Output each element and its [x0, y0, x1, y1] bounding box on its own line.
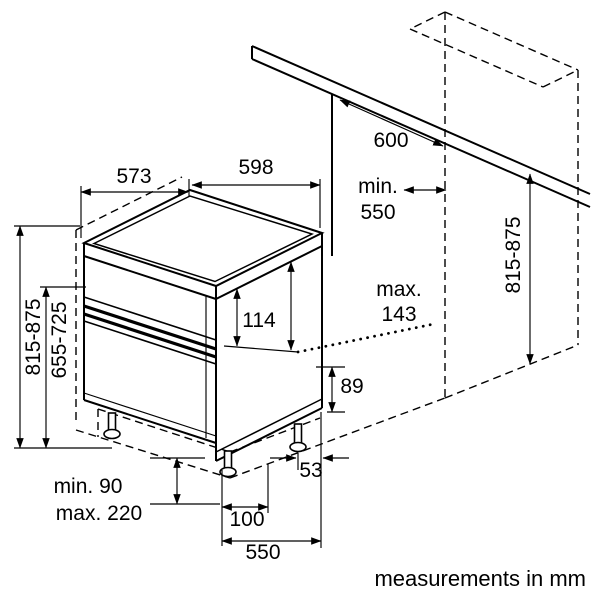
label-foot-inset: 100	[229, 508, 264, 531]
dim-114-ref-line	[223, 345, 299, 353]
label-clearance: 143	[381, 303, 416, 326]
side-bottom-edge	[215, 407, 323, 462]
top-face	[81, 188, 325, 288]
floor-left-edge	[75, 429, 231, 479]
door-bottom-edge	[83, 399, 217, 444]
cabinet-top-back-edge	[444, 11, 579, 71]
right-foot	[289, 441, 307, 453]
dimension-lines	[14, 99, 534, 548]
right-foot-stem	[293, 423, 303, 445]
label-appliance-width: 598	[238, 156, 273, 179]
top-face-inner-rim	[91, 195, 315, 283]
worktop	[251, 45, 591, 208]
label-niche-width: 600	[373, 129, 408, 152]
base-front-edge	[97, 408, 231, 453]
label-door-height: 655-725	[48, 301, 71, 378]
front-foot-stem	[223, 450, 233, 470]
adjustable-feet	[103, 412, 307, 478]
label-niche-height: 815-875	[502, 216, 525, 293]
niche-top-edge	[75, 176, 183, 231]
label-panel-height: 114	[242, 309, 276, 332]
niche-floor-dashed	[75, 176, 446, 479]
control-panel-line-1	[83, 296, 217, 341]
label-appliance-depth: 573	[116, 165, 151, 188]
dim-600-line	[339, 99, 444, 147]
label-appliance-height: 815-875	[22, 298, 45, 375]
label-niche-depth-prefix: min.	[358, 175, 398, 198]
label-clearance-prefix: max.	[376, 278, 422, 301]
control-panel-line-4	[83, 320, 217, 365]
label-niche-depth: 550	[360, 201, 395, 224]
dim-143-dotted-line	[296, 322, 436, 354]
control-panel-line-2	[83, 304, 217, 351]
label-foot-offset: 53	[299, 459, 322, 482]
label-base-depth: 550	[245, 541, 280, 564]
dimension-labels: 573 598 600 min. 550 815-875 655-725 114…	[22, 129, 525, 564]
cabinet-top-left-edge	[409, 11, 446, 30]
worktop-top-edge	[251, 45, 591, 195]
dishwasher-body	[81, 188, 325, 462]
top-slab-front-edge	[83, 255, 217, 300]
cabinet-top-front-edge	[409, 28, 544, 88]
door-bottom-inner-edge	[83, 392, 217, 437]
cabinet-bottom-edge	[444, 344, 579, 399]
front-foot	[219, 466, 237, 478]
label-side-base-height: 89	[340, 375, 363, 398]
label-plinth-max: max. 220	[56, 502, 142, 525]
cabinet-top-right-edge	[542, 69, 579, 88]
units-note: measurements in mm	[374, 566, 586, 591]
side-bottom-inner-edge	[215, 398, 323, 453]
cabinet-niche-dashed	[409, 11, 579, 399]
label-plinth-min: min. 90	[54, 475, 123, 498]
left-foot	[103, 428, 121, 440]
control-panel-line-3	[83, 312, 217, 359]
